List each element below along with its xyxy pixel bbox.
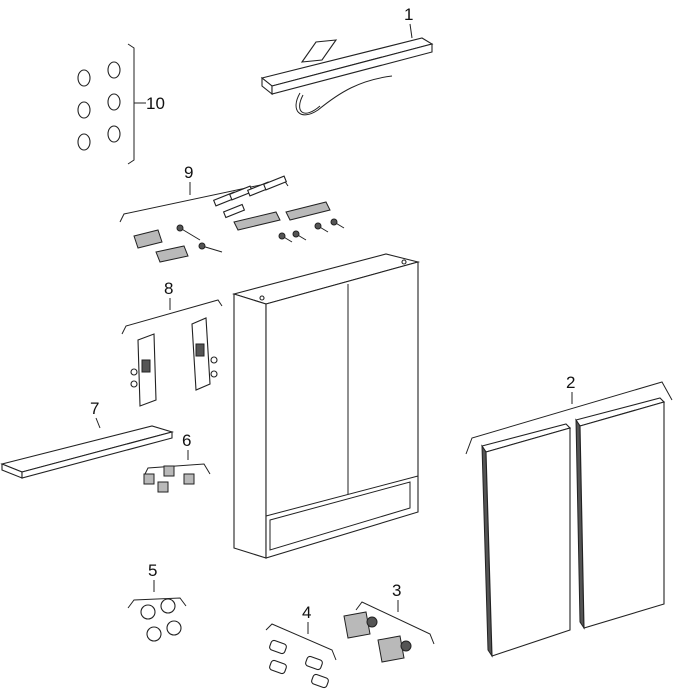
label-6: 6: [182, 431, 191, 450]
part-4-handles: 4: [265, 603, 337, 689]
part-2-doors: 2: [465, 373, 673, 658]
part-5-feet: 5: [127, 561, 187, 642]
label-4: 4: [302, 603, 311, 622]
label-7: 7: [90, 399, 99, 418]
label-10: 10: [146, 94, 165, 113]
label-8: 8: [164, 279, 173, 298]
part-10-bumpers: 10: [77, 43, 165, 165]
label-2: 2: [566, 373, 575, 392]
cabinet-body: [232, 253, 421, 559]
part-1-light-bar: 1: [260, 5, 434, 116]
part-9-wall-mount-kit: 9: [119, 163, 345, 263]
part-8-brackets: 8: [121, 279, 223, 407]
part-3-hinges: 3: [343, 581, 435, 663]
label-5: 5: [148, 561, 157, 580]
label-1: 1: [404, 5, 413, 24]
part-7-glass-shelf: 7: [0, 399, 175, 479]
label-9: 9: [184, 163, 193, 182]
label-3: 3: [392, 581, 401, 600]
part-6-shelf-clips: 6: [143, 431, 211, 493]
